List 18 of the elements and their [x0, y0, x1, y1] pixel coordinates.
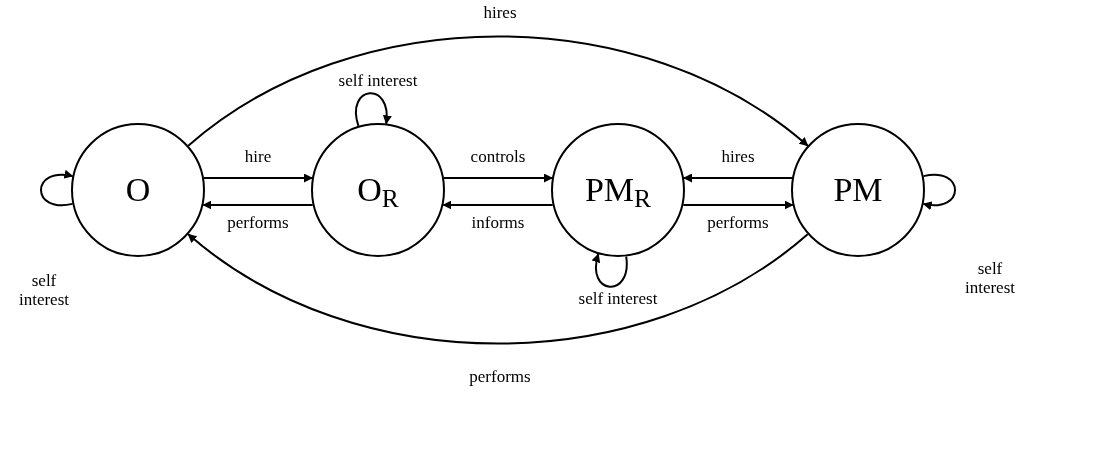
edge-label: performs — [469, 367, 531, 386]
state-name: PM — [833, 173, 883, 207]
edge-label: hires — [483, 3, 517, 22]
edge-label: self interest — [17, 271, 70, 309]
edge-label: controls — [470, 147, 526, 166]
arrow — [187, 35, 809, 147]
edge-label: hires — [721, 147, 755, 166]
state-name: O — [125, 173, 151, 207]
edge-label: hire — [244, 147, 272, 166]
edge-label: performs — [227, 213, 289, 232]
edge-label: self interest — [578, 289, 658, 308]
edge-label: self interest — [338, 71, 418, 90]
state-name: PM$_{R}$ — [584, 173, 652, 207]
edge-label: informs — [471, 213, 525, 232]
edge-label: performs — [707, 213, 769, 232]
edge-label: self interest — [963, 259, 1016, 297]
arrow — [187, 233, 809, 345]
state-name: O$_{R}$ — [357, 173, 399, 207]
